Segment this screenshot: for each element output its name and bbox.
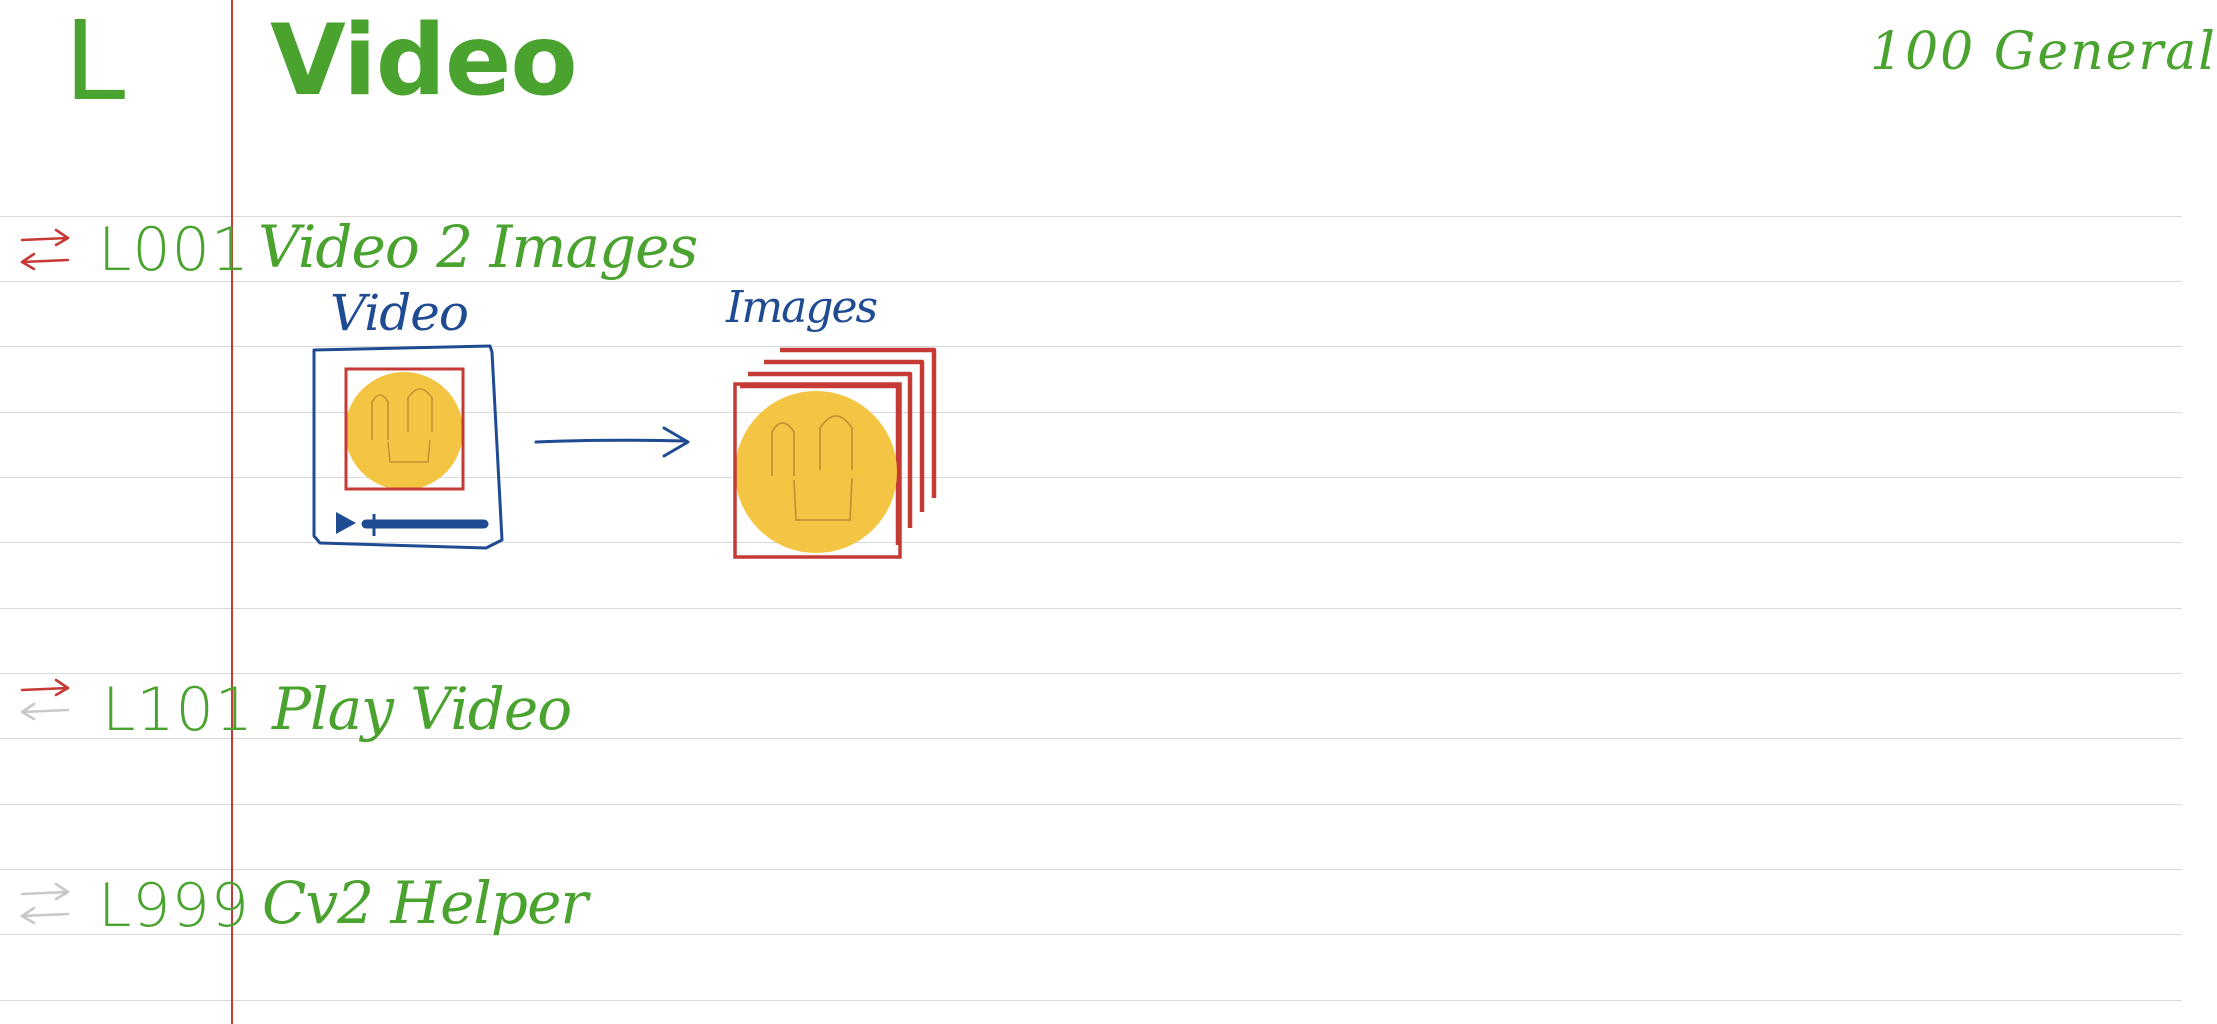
ruled-line [0,281,2182,282]
right-arrow-icon [534,426,690,458]
smiley-face-icon [733,382,902,559]
section-letter: L [64,0,126,125]
ruled-line [0,673,2182,674]
video-player-frame [312,344,504,550]
entry-code-l999[interactable]: L999 [98,871,250,941]
ruled-line [0,738,2182,739]
double-arrow-icon[interactable] [18,880,72,926]
play-icon [336,512,356,534]
double-arrow-icon[interactable] [18,676,72,722]
images-label: Images [726,282,878,333]
ruled-line [0,412,2182,413]
ruled-line [0,869,2182,870]
ruled-line [0,216,2182,217]
page-title: Video [270,4,578,118]
video-label: Video [330,284,469,342]
entry-code-l101[interactable]: L101 [102,675,254,745]
ruled-line [0,477,2182,478]
ruled-line [0,542,2182,543]
ruled-line [0,608,2182,609]
entry-title-l999[interactable]: Cv2 Helper [262,869,588,937]
entry-code-l001[interactable]: L001 [98,215,250,285]
entry-title-l001[interactable]: Video 2 Images [258,213,698,281]
image-stack [740,347,937,545]
category-label: 100 General [1870,22,2217,82]
ruled-line [0,934,2182,935]
double-arrow-icon[interactable] [18,226,72,272]
margin-line [231,0,233,1024]
ruled-line [0,804,2182,805]
smiley-face-icon [344,367,465,491]
ruled-line [0,1000,2182,1001]
ruled-line [0,346,2182,347]
entry-title-l101[interactable]: Play Video [272,675,572,743]
